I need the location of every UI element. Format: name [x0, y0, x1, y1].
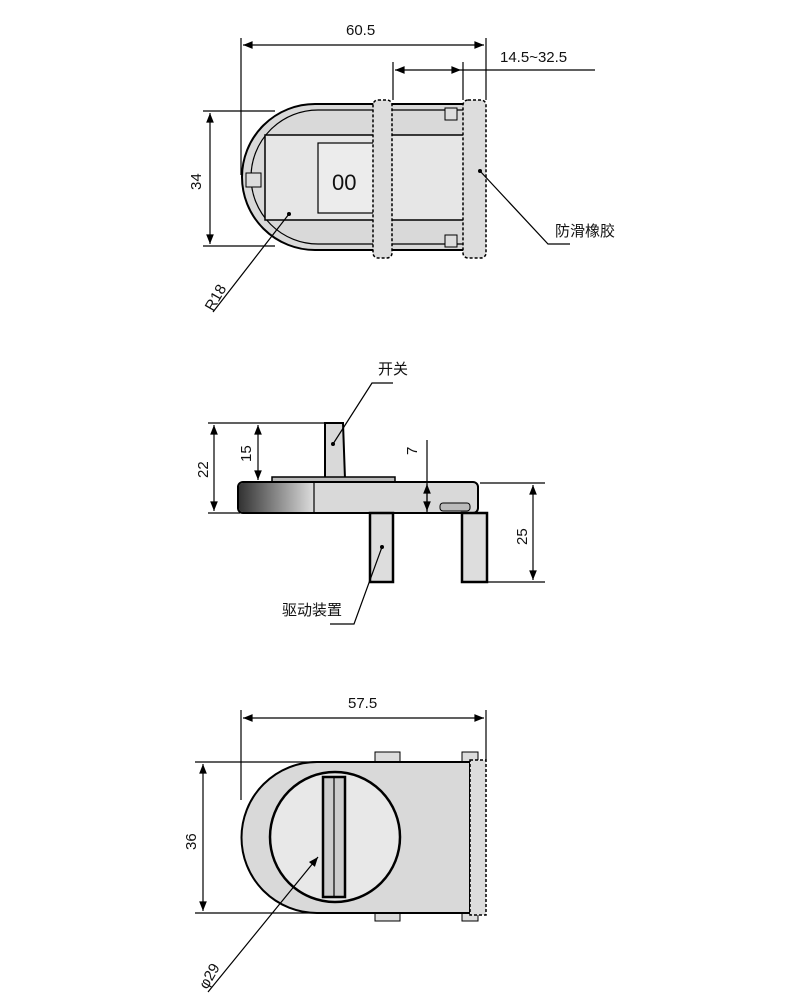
bottom-width-dim-label: 57.5: [348, 695, 377, 712]
radius-dim-label: R18: [202, 282, 230, 314]
switch-knob: [324, 422, 347, 480]
rubber-label: 防滑橡胶: [555, 223, 615, 240]
drive-leg-right: [460, 511, 489, 584]
drive-label: 驱动装置: [282, 602, 342, 619]
total-height-dim-label: 22: [195, 461, 212, 478]
bottom-view: 57.5 36 φ29: [183, 695, 487, 993]
leg-dim-label: 25: [514, 528, 531, 545]
width-dim-label: 60.5: [346, 22, 375, 39]
rubber-band-right: [462, 99, 487, 259]
height-dim-label: 34: [188, 173, 205, 190]
rubber-band-left: [372, 99, 393, 259]
range-dim-label: 14.5~32.5: [500, 49, 567, 66]
bottom-height-dim-label: 36: [183, 833, 200, 850]
switch-height-dim-label: 15: [238, 445, 255, 462]
top-view: 60.5 14.5~32.5 00 34 R18 防滑橡胶: [188, 22, 615, 314]
side-view: 22 15 7 25 开关 驱动装置: [195, 361, 545, 625]
plate-dim-label: 7: [404, 447, 421, 455]
counter-text: 00: [332, 170, 356, 195]
dial-dim-label: φ29: [196, 961, 224, 992]
switch-label: 开关: [378, 361, 408, 378]
